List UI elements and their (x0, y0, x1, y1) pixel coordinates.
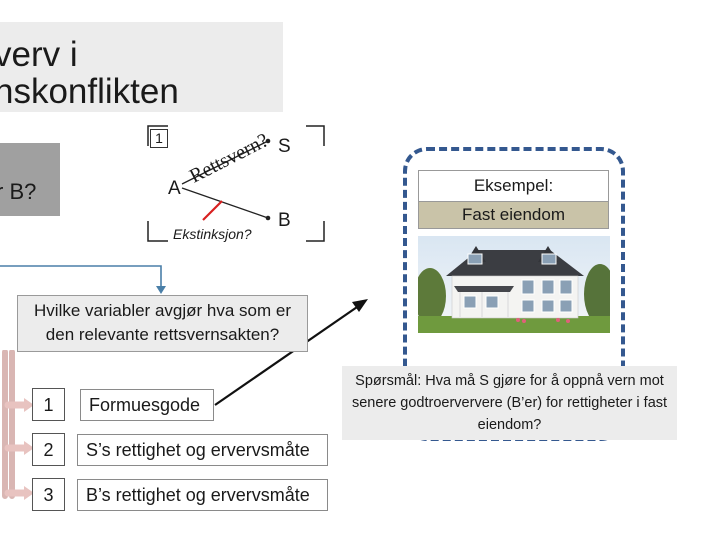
diagram-corner-bottom-left (147, 221, 168, 242)
diagram-corner-bottom-right (306, 221, 325, 242)
diagram-corner-top-left (147, 125, 168, 146)
title-line-2: nskonflikten (0, 72, 179, 111)
line-a-to-s (181, 140, 269, 185)
variables-bracket (2, 350, 34, 500)
left-question-box: r B? (0, 143, 60, 216)
left-question-text: r B? (0, 179, 37, 204)
formuesgode-arrow-line (214, 304, 361, 406)
ekstinksjon-mark (202, 200, 223, 221)
diagram-number-badge: 1 (150, 129, 168, 148)
connector-line (0, 265, 162, 288)
variable-b-rettighet: B’s rettighet og ervervsmåte (77, 479, 328, 511)
variable-s-rettighet: S’s rettighet og ervervsmåte (77, 434, 328, 466)
node-s-dot (265, 138, 271, 144)
diagram-corner-top-right (306, 125, 325, 146)
example-caption: Spørsmål: Hva må S gjøre for å oppnå ver… (342, 366, 677, 440)
node-a: A (168, 178, 181, 199)
slide-title: verv i nskonflikten (0, 22, 283, 112)
example-subheading: Fast eiendom (418, 201, 609, 229)
variable-number-2: 2 (32, 433, 65, 466)
variable-number-3: 3 (32, 478, 65, 511)
title-line-1: verv i (0, 35, 78, 74)
node-s: S (278, 136, 291, 157)
line-a-to-b (181, 187, 269, 219)
variables-question: Hvilke variabler avgjør hva som er den r… (17, 295, 308, 352)
variable-formuesgode: Formuesgode (80, 389, 214, 421)
variable-number-1: 1 (32, 388, 65, 421)
example-heading: Eksempel: (418, 170, 609, 202)
node-b: B (278, 210, 291, 231)
ekstinksjon-label: Ekstinksjon? (173, 226, 252, 242)
parties-diagram: 1 A S B Rettsvern? Ekstinksjon? (146, 124, 326, 243)
node-b-dot (265, 215, 271, 221)
house-photo (418, 236, 610, 333)
connector-arrowhead (156, 286, 166, 294)
formuesgode-arrowhead (352, 299, 368, 312)
